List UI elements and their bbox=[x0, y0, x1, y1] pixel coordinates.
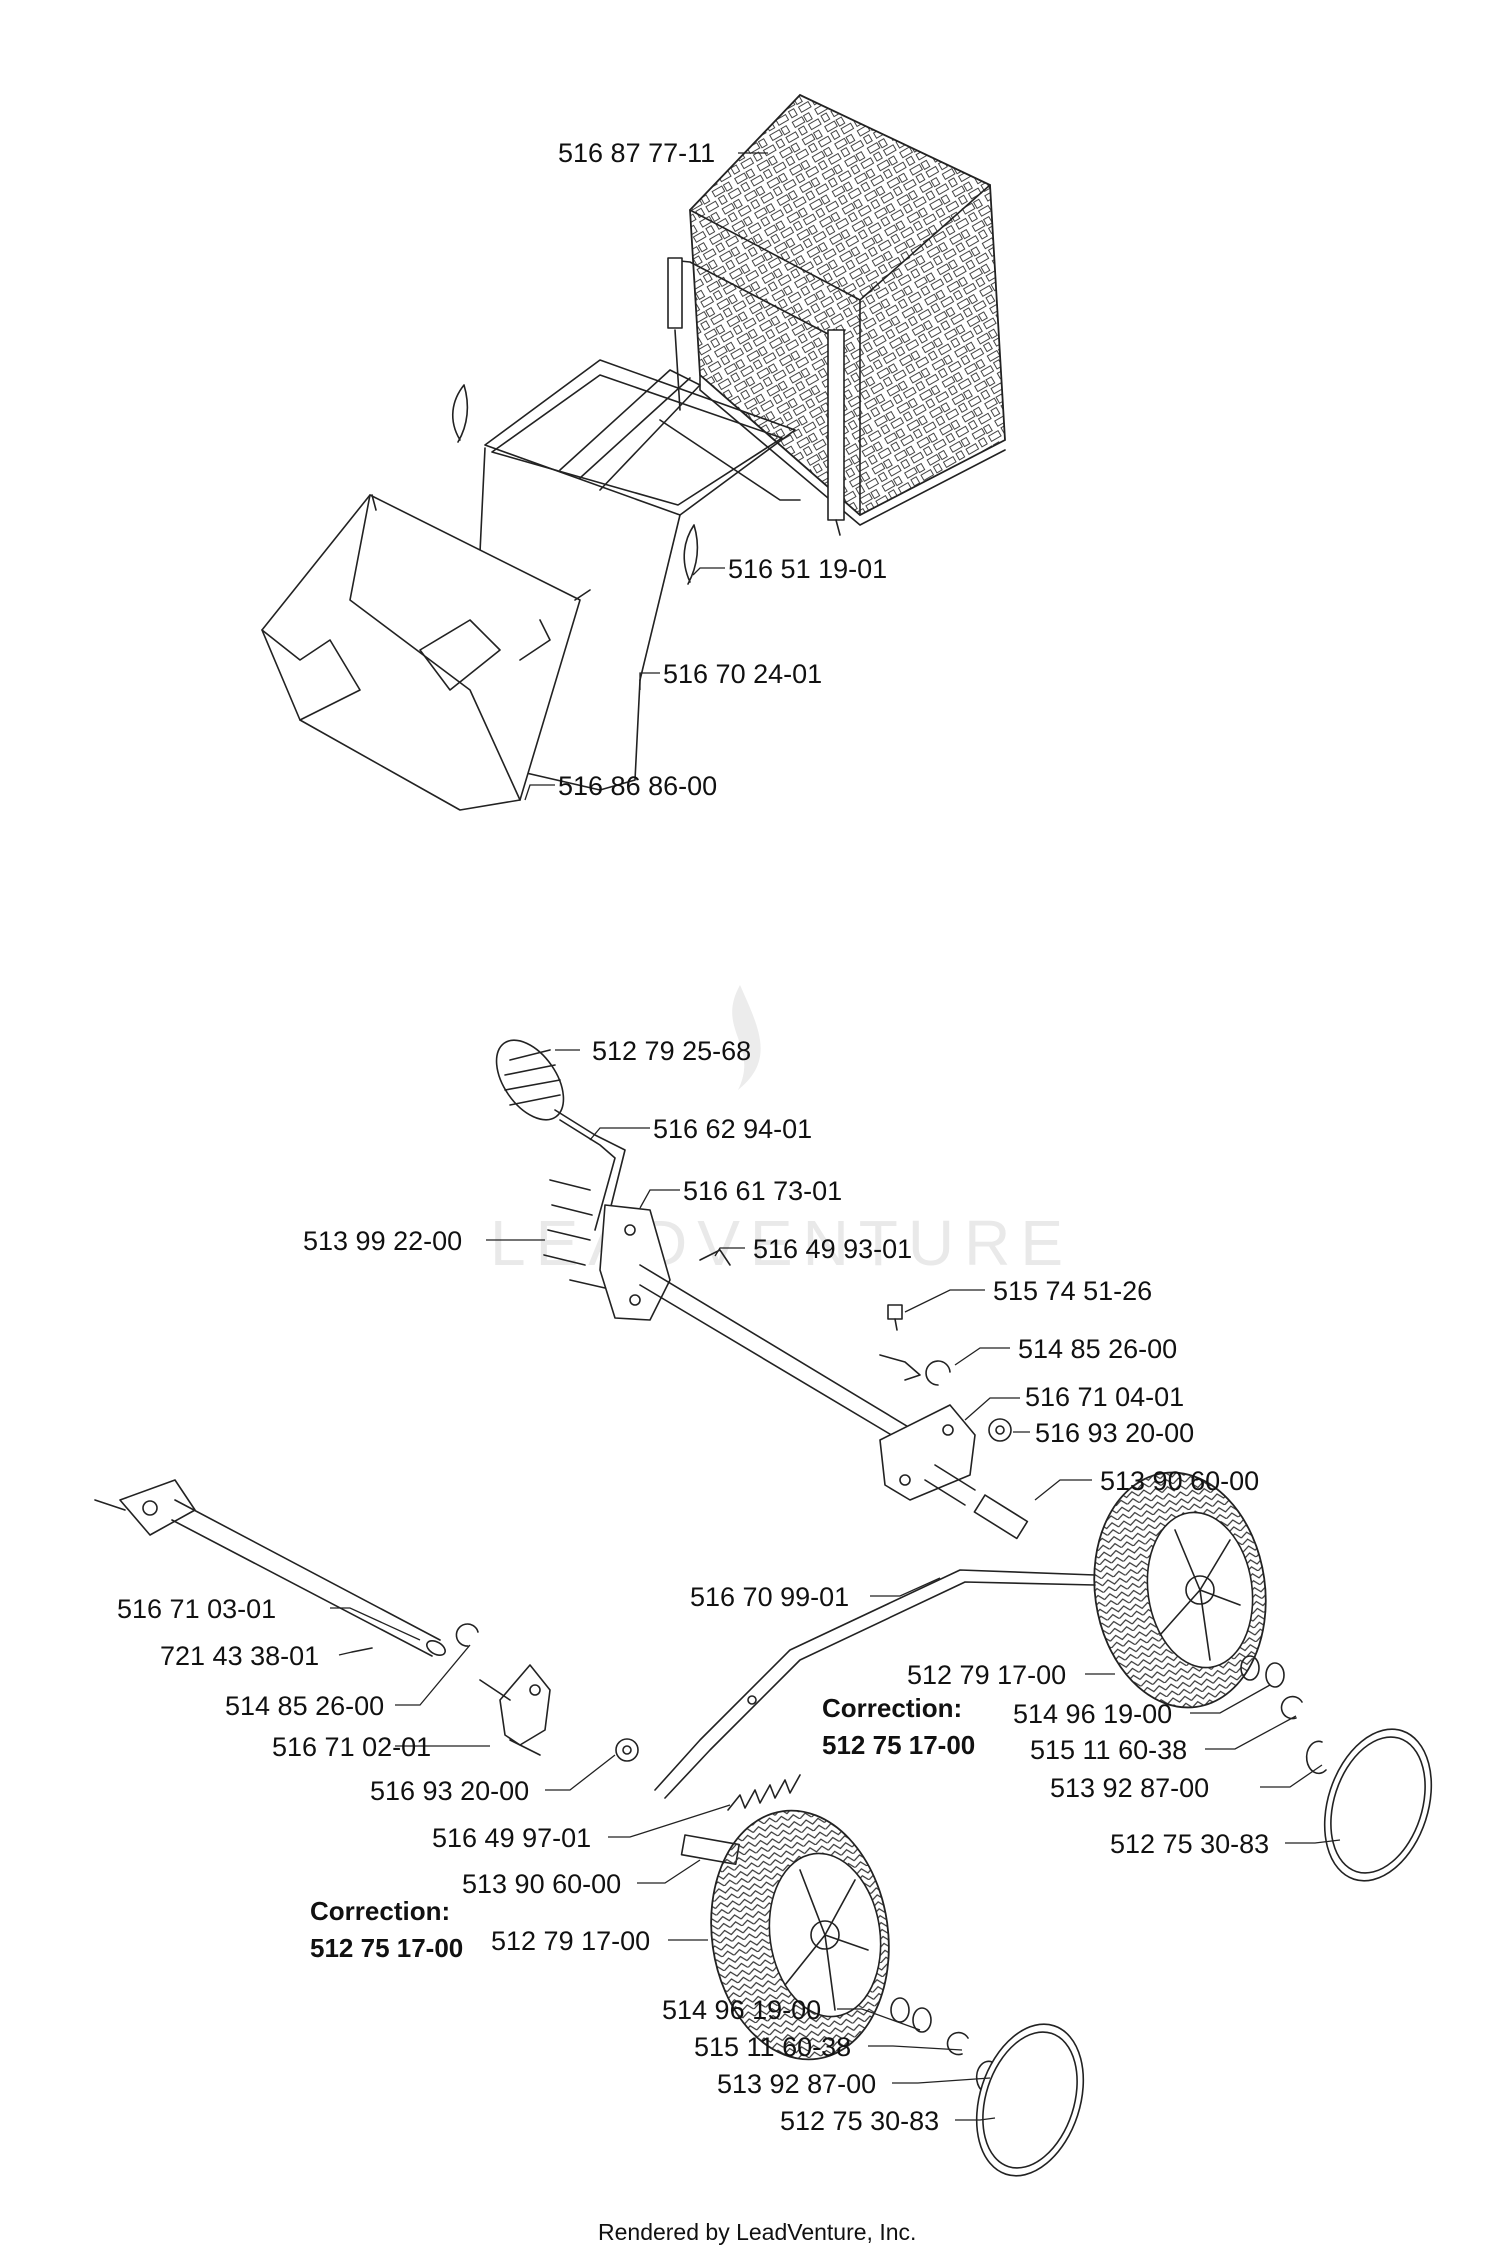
ring-clip-icon bbox=[1280, 1695, 1303, 1720]
label-left-clip: 515 11 60-38 bbox=[694, 2032, 851, 2062]
label-right-hubcap: 512 75 30-83 bbox=[1110, 1829, 1269, 1859]
right-wheel-part bbox=[1093, 1471, 1267, 1709]
bracket-part bbox=[879, 1354, 921, 1381]
clip-part bbox=[699, 1249, 731, 1266]
small-pin-part bbox=[351, 1647, 373, 1653]
left-washer-part bbox=[615, 1738, 639, 1762]
label-lever-plate: 516 61 73-01 bbox=[683, 1176, 842, 1206]
label-bottom-axle-pin: 513 90 60-00 bbox=[462, 1869, 621, 1899]
lever-plate-part bbox=[599, 1204, 671, 1321]
knob-part bbox=[887, 1304, 903, 1331]
label-grass-bag: 516 87 77-11 bbox=[558, 138, 715, 168]
label-right-plate: 516 71 04-01 bbox=[1025, 1382, 1184, 1412]
lever-part bbox=[554, 1109, 626, 1231]
hairpin-clip-icon bbox=[452, 384, 469, 443]
left-plate-part bbox=[479, 1664, 551, 1756]
label-handle-frame: 516 70 24-01 bbox=[663, 659, 822, 689]
ring-clip-icon bbox=[946, 2031, 969, 2056]
grass-bag-part bbox=[689, 93, 1006, 526]
hairpin-clip-icon bbox=[683, 524, 699, 585]
footer-credit: Rendered by LeadVenture, Inc. bbox=[598, 2219, 916, 2245]
label-screws: 513 99 22-00 bbox=[303, 1226, 462, 1256]
label-link-rod: 516 70 99-01 bbox=[690, 1582, 849, 1612]
main-axle-part bbox=[639, 1264, 931, 1456]
correction-left-part: 512 75 17-00 bbox=[310, 1933, 463, 1963]
label-right-cap: 513 92 87-00 bbox=[1050, 1773, 1209, 1803]
correction-right-title: Correction: bbox=[822, 1693, 962, 1723]
watermark-flame-icon bbox=[732, 985, 761, 1090]
spring-part bbox=[727, 1774, 801, 1811]
handle-frame-part bbox=[469, 359, 796, 791]
label-left-washers: 514 96 19-00 bbox=[662, 1995, 821, 2025]
label-ring-clip-left: 514 85 26-00 bbox=[225, 1691, 384, 1721]
label-knob: 515 74 51-26 bbox=[993, 1276, 1152, 1306]
correction-right-part: 512 75 17-00 bbox=[822, 1730, 975, 1760]
left-axle-part bbox=[94, 1479, 446, 1657]
label-right-wheel: 512 79 17-00 bbox=[907, 1660, 1066, 1690]
label-left-hubcap: 512 75 30-83 bbox=[780, 2106, 939, 2136]
label-left-wheel: 512 79 17-00 bbox=[491, 1926, 650, 1956]
bag-frame-part bbox=[659, 257, 846, 536]
right-plate-part bbox=[879, 1404, 976, 1501]
leader-lines bbox=[330, 152, 1341, 2121]
label-ring-clip-top: 514 85 26-00 bbox=[1018, 1334, 1177, 1364]
right-cap-part bbox=[1305, 1740, 1327, 1775]
label-right-axle-pin: 513 90 60-00 bbox=[1100, 1466, 1259, 1496]
right-axle-pin-part bbox=[924, 1464, 1029, 1540]
link-rod-part bbox=[654, 1569, 1096, 1799]
label-left-washer: 516 93 20-00 bbox=[370, 1776, 529, 1806]
watermark-text: LEADVENTURE bbox=[490, 1207, 1073, 1279]
label-right-washers: 514 96 19-00 bbox=[1013, 1699, 1172, 1729]
label-left-plate: 516 71 02-01 bbox=[272, 1732, 431, 1762]
label-deflector: 516 86 86-00 bbox=[558, 771, 717, 801]
screws-part bbox=[543, 1179, 606, 1289]
label-right-clip: 515 11 60-38 bbox=[1030, 1735, 1187, 1765]
label-clip: 516 49 93-01 bbox=[753, 1234, 912, 1264]
label-spring: 516 49 97-01 bbox=[432, 1823, 591, 1853]
grip-part bbox=[495, 1039, 565, 1121]
label-hairpin-clip: 516 51 19-01 bbox=[728, 554, 887, 584]
left-hubcap-part bbox=[975, 2023, 1085, 2177]
label-left-axle: 516 71 03-01 bbox=[117, 1594, 276, 1624]
label-right-washer: 516 93 20-00 bbox=[1035, 1418, 1194, 1448]
label-grip: 512 79 25-68 bbox=[592, 1036, 751, 1066]
ring-clip-icon bbox=[925, 1360, 951, 1386]
deflector-part bbox=[261, 494, 591, 811]
correction-left-title: Correction: bbox=[310, 1896, 450, 1926]
ring-clip-icon bbox=[455, 1623, 479, 1647]
right-washers-part bbox=[1240, 1655, 1285, 1688]
label-left-cap: 513 92 87-00 bbox=[717, 2069, 876, 2099]
right-hubcap-part bbox=[1323, 1728, 1433, 1882]
left-washers-part bbox=[890, 1997, 932, 2033]
right-washer-part bbox=[988, 1418, 1012, 1442]
label-lever: 516 62 94-01 bbox=[653, 1114, 812, 1144]
label-small-pin: 721 43 38-01 bbox=[160, 1641, 319, 1671]
left-wheel-part bbox=[710, 1809, 890, 2061]
